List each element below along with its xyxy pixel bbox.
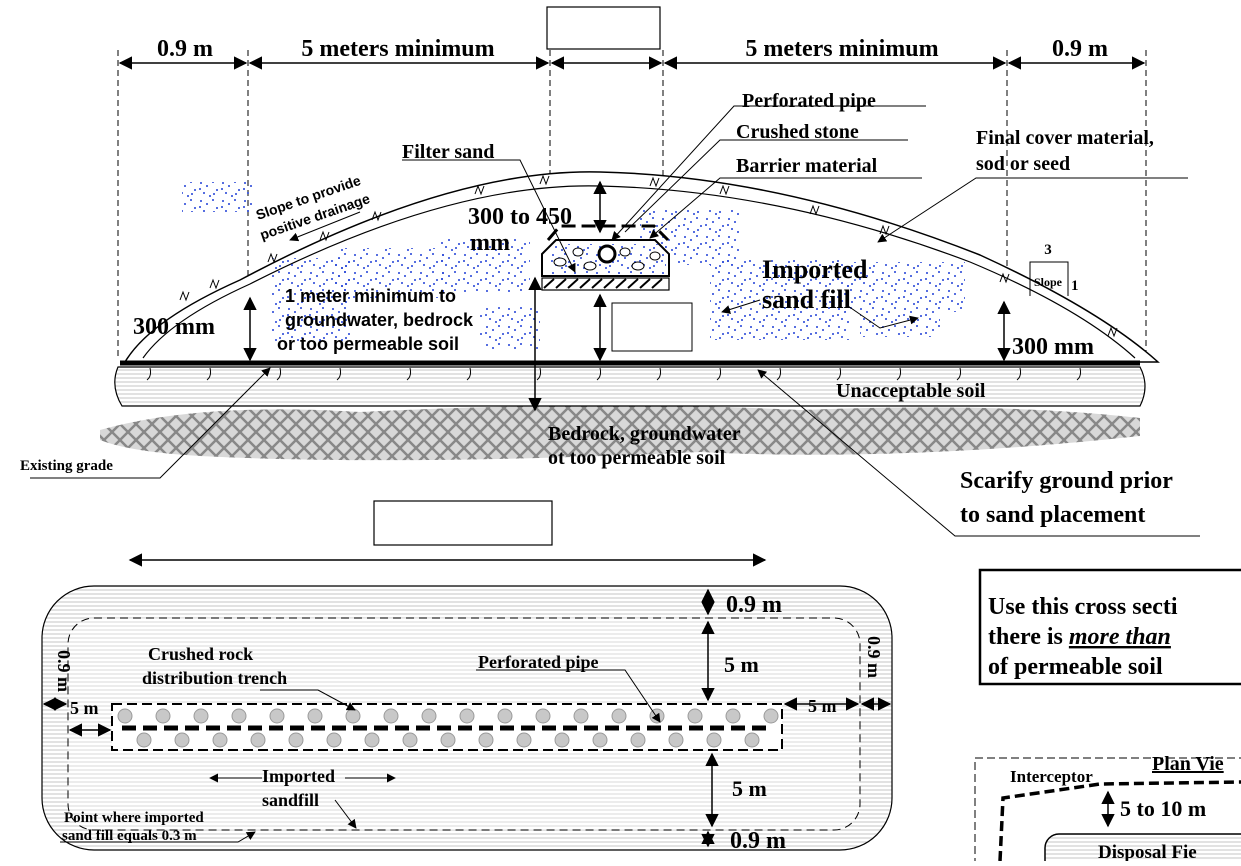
label-toe-right: 300 mm [1012,334,1094,360]
label-scarify-1: Scarify ground prior [960,468,1173,494]
label-perforated-pipe: Perforated pipe [742,90,876,112]
note-line-2a: there is [988,624,1069,650]
section-dimensions [243,180,1011,412]
label-bedrock-2: ot too permeable soil [548,447,726,469]
blank-label-box-section [611,302,693,352]
note-line-1: Use this cross secti [988,594,1178,620]
label-min-gw-2: groundwater, bedrock [285,310,474,330]
plan-label-point-1: Point where imported [64,810,204,826]
label-imported-1: Imported [762,255,868,284]
label-imported-2: sand fill [762,285,851,314]
leader-lines [30,105,1200,537]
label-min-gw-1: 1 meter minimum to [285,286,456,306]
plan-label-point-2: sand fill equals 0.3 m [62,828,197,844]
soil-ticks [146,367,1082,381]
label-ratio-right: 1 [1071,278,1079,294]
dim-side-right: 0.9 m [1052,36,1108,62]
label-ratio-top: 3 [1044,242,1052,258]
plan-dim-bottom: 0.9 m [730,828,786,854]
plan-label-imported-1: Imported [262,766,335,786]
dim-min-left: 5 meters minimum [301,36,494,62]
label-toe-left: 300 mm [133,314,215,340]
label-final-cover-2: sod or seed [976,153,1070,175]
unacceptable-soil-layer [114,366,1146,407]
note-line-2b: more than [1069,624,1171,650]
label-ratio-slope: Slope [1034,275,1063,289]
label-cover-depth-1: 300 to 450 [468,204,572,230]
plan-dim-right-gap: 5 m [808,696,837,716]
grass-tufts [179,174,1118,338]
inset-interceptor: Interceptor [1010,767,1093,786]
plan-dim-upper-gap: 5 m [724,652,759,677]
plan-dimensions [42,588,892,848]
label-min-gw-3: or too permeable soil [277,334,459,354]
plan-view: 0.9 m 0.9 m 0.9 m 0.9 m 5 m 5 m 5 m 5 m … [41,500,893,854]
disposal-field-box [1044,833,1241,866]
label-filter-sand: Filter sand [402,141,494,163]
dim-min-right: 5 meters minimum [745,36,938,62]
label-scarify-2: to sand placement [960,502,1145,528]
plan-leaders [60,669,661,843]
inset-gap: 5 to 10 m [1120,796,1206,821]
inset-title: Plan Vie [1152,753,1224,775]
note-line-2: there is more than [988,624,1171,650]
plan-label-trench-2: distribution trench [142,668,287,688]
dim-side-left: 0.9 m [157,36,213,62]
label-cover-depth-2: mm [470,230,510,256]
plan-dim-top: 0.9 m [726,592,782,618]
usage-note: Use this cross secti there is more than … [978,568,1241,686]
label-crushed-stone: Crushed stone [736,121,859,143]
inset-plan: Plan Vie Interceptor 5 to 10 m Disposal … [974,753,1241,866]
blank-label-box-plan [373,500,553,546]
blank-label-box-top [546,6,661,50]
plan-label-imported-2: sandfill [262,790,319,810]
interceptor-line [998,780,1241,862]
label-existing-grade: Existing grade [20,458,113,474]
bedrock-layer [100,405,1140,461]
label-barrier-material: Barrier material [736,155,878,177]
plan-dim-left: 0.9 m [54,650,74,692]
plan-dim-lower-gap: 5 m [732,776,767,801]
plan-label-pipe: Perforated pipe [478,652,598,672]
cross-section: 0.9 m 5 meters minimum 5 meters minimum … [20,6,1200,537]
plan-dim-left-gap: 5 m [70,698,99,718]
label-final-cover-1: Final cover material, [976,127,1154,149]
plan-dim-right: 0.9 m [864,636,884,678]
inset-field: Disposal Fie [1098,842,1197,861]
plan-trench-stones [117,708,779,748]
note-line-3: of permeable soil [988,654,1163,680]
plan-label-trench-1: Crushed rock [148,644,253,664]
label-bedrock-1: Bedrock, groundwater [548,423,741,445]
imported-sand-texture [182,182,965,350]
pipe-section-icon [597,244,617,264]
label-unacceptable-soil: Unacceptable soil [836,380,986,402]
